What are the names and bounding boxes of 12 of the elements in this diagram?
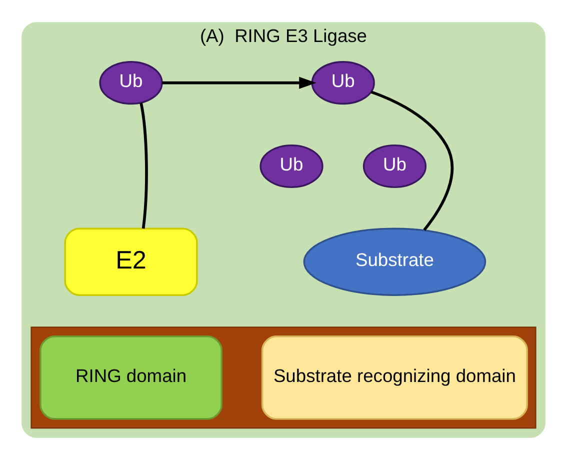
arrow — [162, 76, 316, 89]
node-ellipse: Substrate — [303, 228, 486, 296]
node-ellipse: Ub — [311, 61, 375, 105]
node-box: E2 — [64, 228, 198, 296]
cluster — [30, 326, 536, 429]
node-ellipse: Ub — [260, 144, 324, 188]
node-ellipse: Ub — [99, 61, 163, 105]
connector — [370, 90, 454, 231]
node-box: RING domain — [40, 336, 222, 420]
node-box: Substrate recognizing domain — [261, 336, 528, 420]
node-ellipse: Ub — [362, 144, 427, 188]
connector — [140, 102, 148, 229]
